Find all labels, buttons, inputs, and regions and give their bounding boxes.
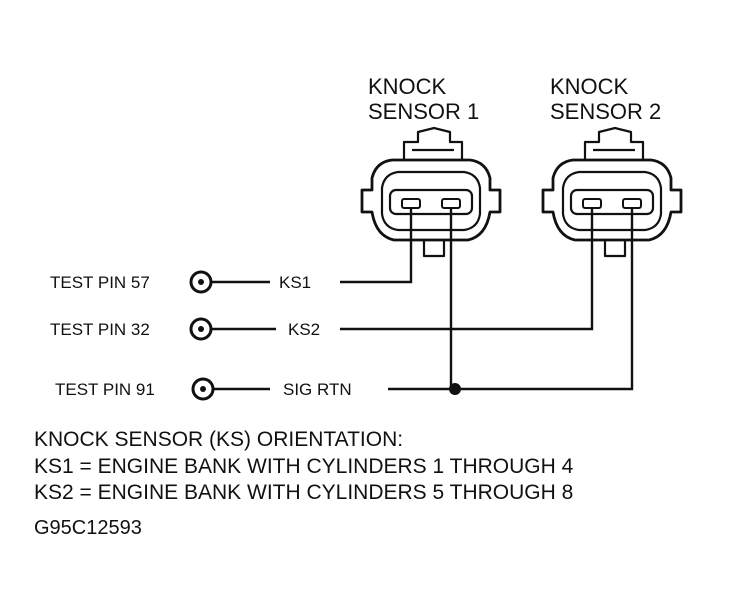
- test-pin-91-terminal: [191, 377, 215, 401]
- ks1-wire: [211, 208, 413, 284]
- orientation-line-ks2: KS2 = ENGINE BANK WITH CYLINDERS 5 THROU…: [34, 481, 574, 504]
- orientation-line-ks1: KS1 = ENGINE BANK WITH CYLINDERS 1 THROU…: [34, 455, 574, 478]
- knock-sensor-1-connector: [360, 126, 502, 258]
- sensor-1-title-line2: SENSOR 1: [368, 99, 479, 124]
- sensor-2-title-line2: SENSOR 2: [550, 99, 661, 124]
- test-pin-32-terminal: [189, 317, 213, 341]
- ks2-wire-label: KS2: [288, 320, 320, 339]
- sensor-1-title-line1: KNOCK: [368, 74, 447, 99]
- figure-id: G95C12593: [34, 517, 142, 539]
- sensor-2-title-line1: KNOCK: [550, 74, 629, 99]
- sig-rtn-wire: [213, 208, 634, 391]
- knock-sensor-2-connector: [541, 126, 683, 258]
- test-pin-57-terminal: [189, 270, 213, 294]
- ks1-wire-label: KS1: [279, 273, 311, 292]
- orientation-heading: KNOCK SENSOR (KS) ORIENTATION:: [34, 428, 404, 451]
- test-pin-32-label: TEST PIN 32: [50, 320, 150, 339]
- test-pin-57-label: TEST PIN 57: [50, 273, 150, 292]
- test-pin-91-label: TEST PIN 91: [55, 380, 155, 399]
- sig-rtn-wire-label: SIG RTN: [283, 380, 352, 399]
- ks2-wire: [211, 208, 594, 331]
- splice-junction: [449, 383, 461, 395]
